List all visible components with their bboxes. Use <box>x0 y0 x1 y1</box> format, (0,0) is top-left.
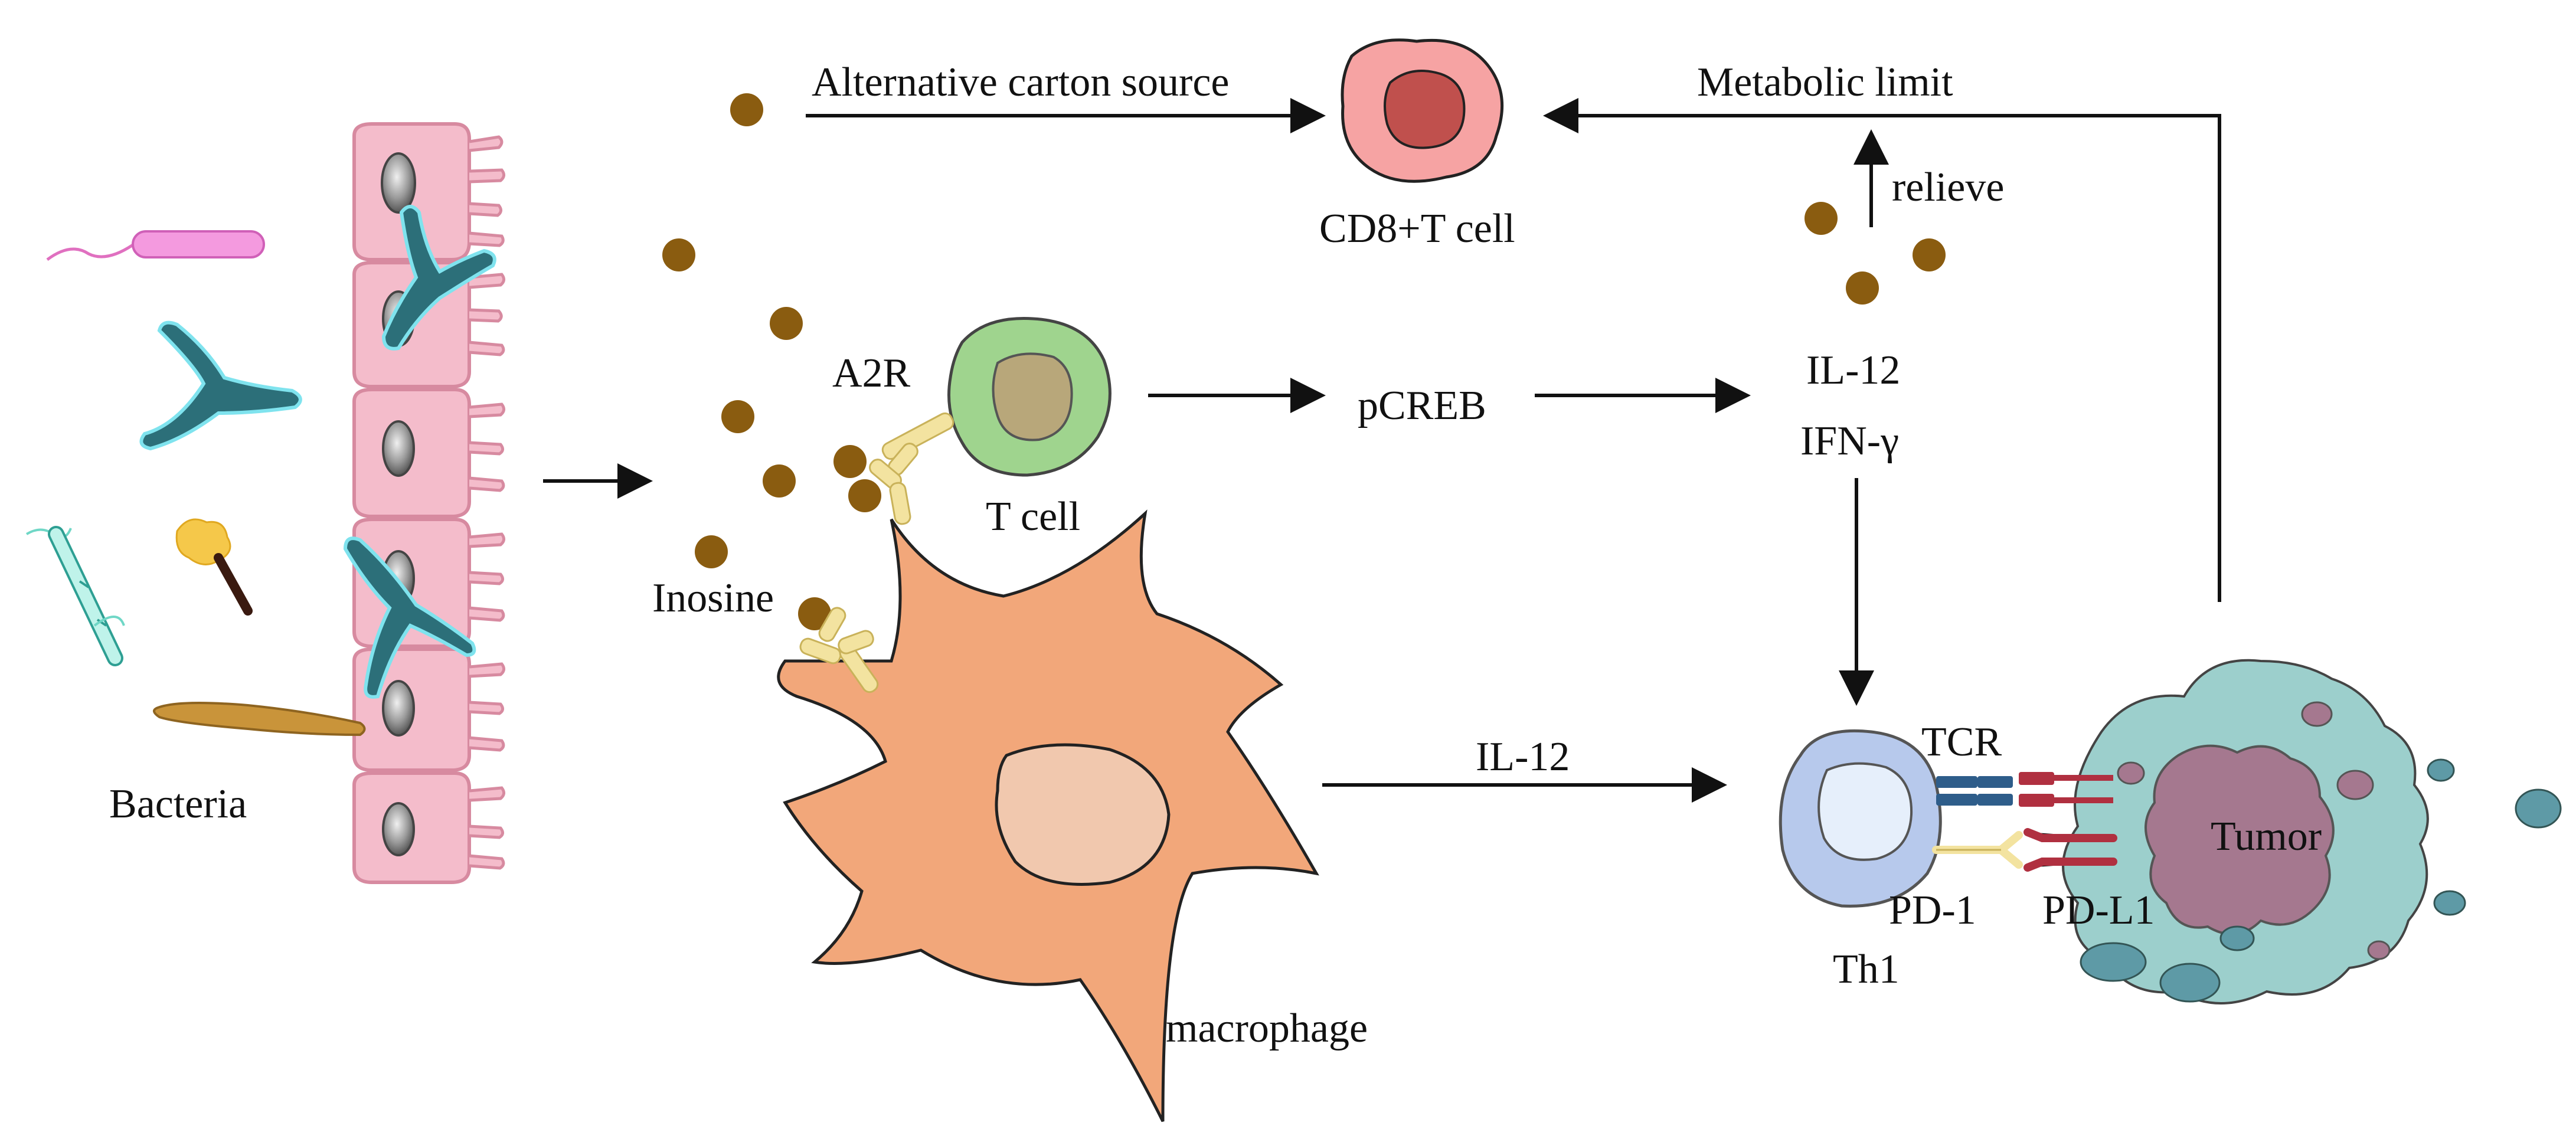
tumor-vesicle <box>2301 701 2333 727</box>
label-il12-mid: IL-12 <box>1476 734 1570 780</box>
label-th1: Th1 <box>1833 947 1900 992</box>
label-alt-carbon: Alternative carton source <box>812 60 1229 105</box>
tumor-vesicle <box>2336 770 2374 800</box>
label-tumor: Tumor <box>2211 814 2322 859</box>
t-cell <box>947 317 1112 477</box>
inosine-dot <box>848 479 881 512</box>
tumor-fragment <box>2219 925 2255 951</box>
bacterium-chain <box>25 526 125 666</box>
tumor-fragment <box>2159 963 2221 1003</box>
intestinal-epithelium <box>352 122 505 884</box>
inosine-dot <box>730 93 763 126</box>
label-tcell: T cell <box>986 494 1080 539</box>
label-bacteria: Bacteria <box>109 781 247 827</box>
bacterium-y-shaped <box>139 320 302 451</box>
epithelial-cell <box>352 647 505 772</box>
pathway-arrows <box>543 98 2221 803</box>
epithelial-cell <box>352 771 505 884</box>
a2r-receptor <box>869 412 954 525</box>
bacterium-y-shaped <box>381 205 496 351</box>
inosine-dot <box>833 445 867 478</box>
tumor-fragment <box>2080 942 2147 982</box>
macrophage <box>777 509 1319 1123</box>
inosine-molecules <box>662 93 1946 630</box>
epithelial-cell <box>352 388 505 518</box>
tumor-vesicle <box>2117 761 2145 785</box>
label-tcr: TCR <box>1921 719 2002 765</box>
label-inosine: Inosine <box>652 575 774 621</box>
label-il12-top: IL-12 <box>1806 348 1900 393</box>
tumor-fragment <box>2515 788 2562 829</box>
label-relieve: relieve <box>1892 165 2004 210</box>
pd1-pdl1-complex <box>1932 828 2117 872</box>
bacteria-group <box>25 205 496 737</box>
label-metabolic-limit: Metabolic limit <box>1697 60 1953 105</box>
tumor-vesicle <box>2367 940 2391 960</box>
macrophage-receptor <box>799 607 879 693</box>
inosine-dot <box>770 307 803 340</box>
cd8-t-cell <box>1341 38 1504 183</box>
epithelial-cell <box>352 122 505 261</box>
label-cd8: CD8+T cell <box>1319 206 1515 251</box>
inosine-dot <box>695 535 728 568</box>
inosine-dot <box>798 597 831 630</box>
label-ifng: IFN-γ <box>1800 418 1899 464</box>
bacterium-clumped <box>175 518 253 616</box>
inosine-dot <box>1846 271 1879 305</box>
inosine-dot <box>721 400 754 433</box>
label-a2r: A2R <box>832 351 911 396</box>
bacterium-rod-pink <box>46 230 265 261</box>
th1-cell <box>1779 729 1942 908</box>
tumor-fragment <box>2433 890 2466 916</box>
bacterium-spindle <box>153 702 366 737</box>
bacterium-y-shaped <box>343 536 476 699</box>
label-pdl1: PD-L1 <box>2042 888 2155 933</box>
inosine-dot <box>1913 238 1946 271</box>
inosine-dot <box>763 464 796 498</box>
labels: Alternative carton source Metabolic limi… <box>109 60 2322 1051</box>
label-pcreb: pCREB <box>1358 383 1486 428</box>
tumor-fragment <box>2427 758 2455 782</box>
label-macrophage: macrophage <box>1166 1006 1368 1051</box>
label-pd1: PD-1 <box>1889 888 1976 933</box>
tumor <box>2062 659 2562 1004</box>
inosine-dot <box>662 238 695 271</box>
tcr-complex <box>1936 772 2113 807</box>
arrow-metabolic-limit <box>1543 98 2221 602</box>
inosine-dot <box>1804 202 1838 235</box>
